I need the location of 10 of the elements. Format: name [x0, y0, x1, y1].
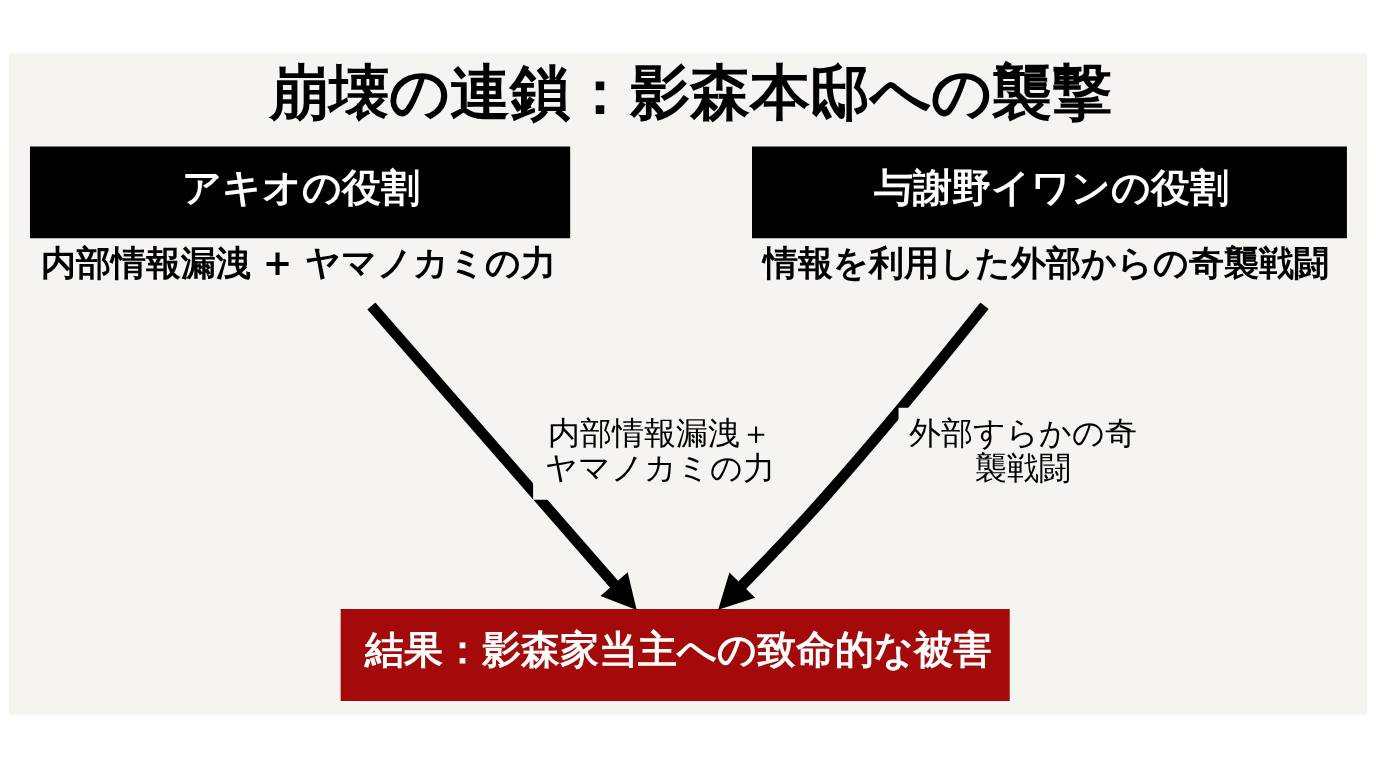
edge-label: 外部すらかの奇襲戦闘 [909, 414, 1138, 487]
node-label: 情報を利用した外部からの奇襲戦闘 [762, 242, 1329, 284]
arrow [367, 302, 637, 611]
node-box: 結果：影森家当主への致命的な被害 [340, 609, 1010, 701]
diagram-title: 崩壊の連鎖：影森本邸への襲撃 [268, 57, 1112, 128]
edge-label: 内部情報漏洩＋ヤマノカミの力 [544, 414, 775, 487]
node-box: 与謝野イワンの役割 [752, 146, 1347, 239]
node-label: 内部情報漏洩 + ヤマノカミの力 [40, 242, 556, 284]
arrow [718, 302, 989, 610]
node-box: アキオの役割 [29, 146, 571, 239]
